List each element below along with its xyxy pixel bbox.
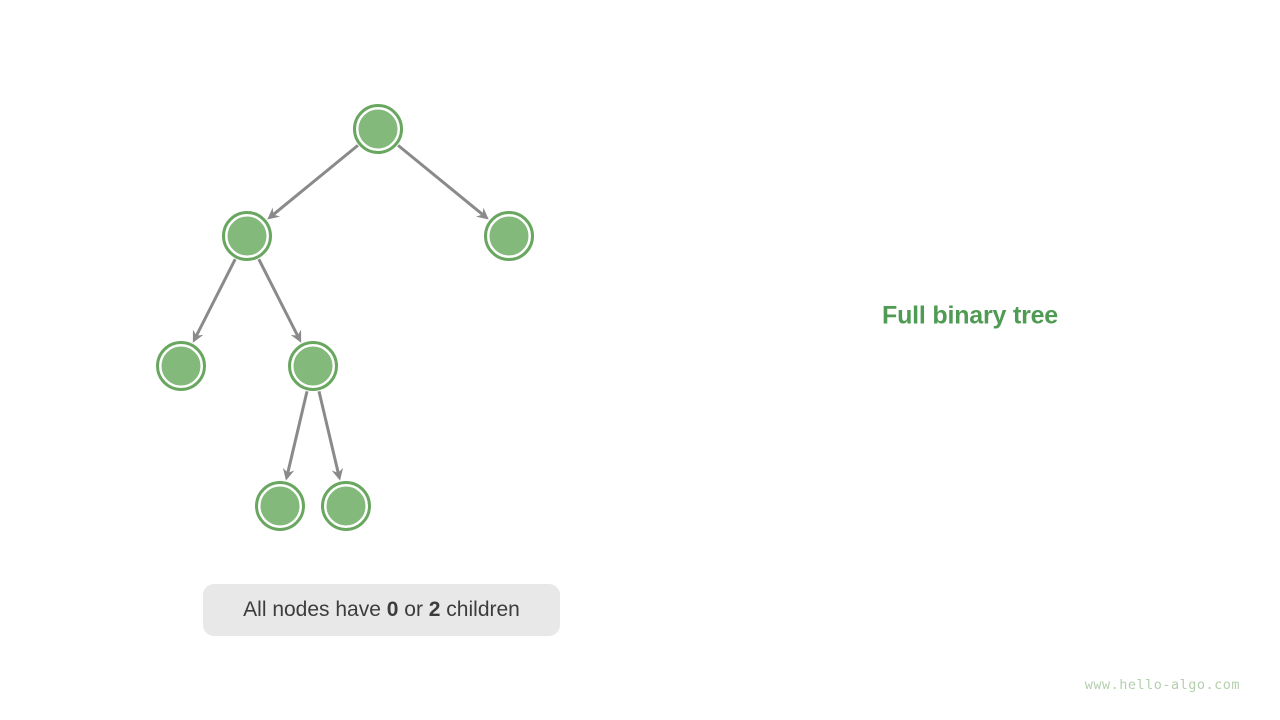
tree-edge-right-grandchild-to-right-leaf xyxy=(317,390,344,481)
caption-segment: children xyxy=(440,598,520,621)
caption-bold-segment: 2 xyxy=(428,598,441,621)
tree-node-right-grandchild xyxy=(288,341,338,391)
tree-node-left-child xyxy=(222,211,272,261)
tree-node-right-child xyxy=(484,211,534,261)
caption-segment: or xyxy=(398,598,429,621)
caption-bold-segment: 0 xyxy=(386,598,399,621)
tree-node-left-grandchild xyxy=(156,341,206,391)
tree-edge-root-to-right-child xyxy=(397,144,489,220)
tree-edge-right-grandchild-to-left-leaf xyxy=(282,390,309,481)
caption-segment: All nodes have xyxy=(243,598,387,621)
caption-box: All nodes have 0 or 2 children xyxy=(203,584,560,636)
tree-edges xyxy=(192,144,489,481)
caption-text: All nodes have 0 or 2 children xyxy=(243,598,520,622)
diagram-title: Full binary tree xyxy=(881,301,1059,330)
tree-edge-left-child-to-right-grandchild xyxy=(257,258,302,343)
tree-edge-root-to-left-child xyxy=(267,144,359,220)
tree-node-root xyxy=(353,104,403,154)
tree-node-left-leaf xyxy=(255,481,305,531)
tree-node-right-leaf xyxy=(321,481,371,531)
tree-nodes xyxy=(156,104,534,531)
watermark: www.hello-algo.com xyxy=(1084,677,1240,693)
tree-edge-left-child-to-left-grandchild xyxy=(192,258,237,343)
